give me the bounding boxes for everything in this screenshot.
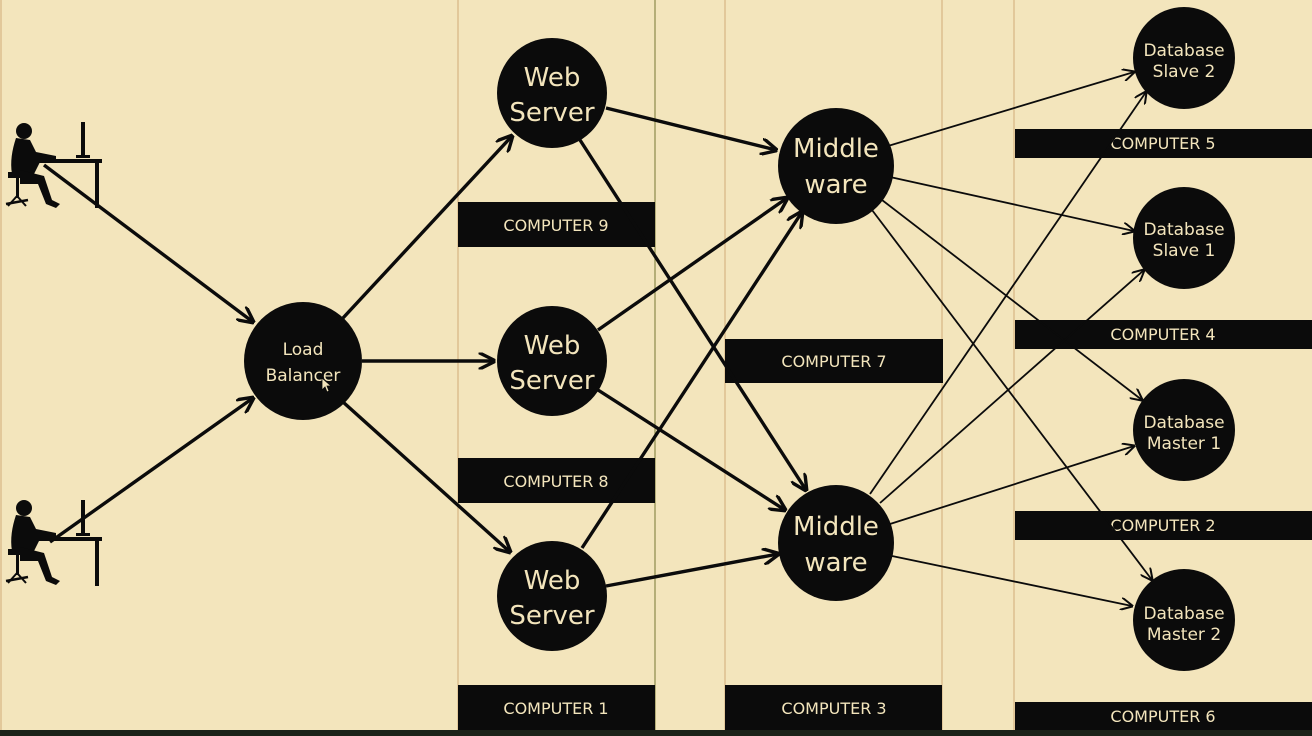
user-at-computer-icon xyxy=(5,122,102,208)
db-master-2-label-line1: Database xyxy=(1143,604,1224,624)
db-master-1-label-line1: Database xyxy=(1143,413,1224,433)
arrow-mw-top-to-db-master2 xyxy=(871,209,1152,580)
middleware-top-label-line2: ware xyxy=(804,170,867,200)
arrow-user2-to-lb xyxy=(49,398,253,544)
computer-1-label: COMPUTER 1 xyxy=(503,699,608,718)
computer-2-label: COMPUTER 2 xyxy=(1110,516,1215,535)
db-master-2-label-line2: Master 2 xyxy=(1147,625,1221,645)
db-slave-1-node: Database Slave 1 xyxy=(1133,187,1235,289)
computer-2-box: COMPUTER 2 xyxy=(1015,511,1312,540)
arrow-web-mid-to-mw-top xyxy=(597,198,787,332)
arrow-mw-bot-to-db-master1 xyxy=(889,446,1134,525)
db-slave-1-label-line1: Database xyxy=(1143,220,1224,240)
db-master-1-label-line2: Master 1 xyxy=(1147,434,1221,454)
arrow-lb-to-web-bot xyxy=(341,400,510,552)
db-slave-2-node: Database Slave 2 xyxy=(1133,7,1235,109)
web-server-bot-label-line2: Server xyxy=(509,601,595,631)
arrow-lb-to-web-top xyxy=(341,136,512,320)
load-balancer-label-line1: Load xyxy=(283,340,324,360)
db-slave-2-label-line2: Slave 2 xyxy=(1153,62,1216,82)
arrow-mw-top-to-db-slave2 xyxy=(887,72,1134,147)
web-server-mid-node: Web Server xyxy=(497,306,607,416)
computer-8-label: COMPUTER 8 xyxy=(503,472,608,491)
computer-5-box: COMPUTER 5 xyxy=(1015,129,1312,158)
arrow-mw-bot-to-db-master2 xyxy=(891,555,1132,606)
db-master-1-node: Database Master 1 xyxy=(1133,379,1235,481)
arrow-mw-bot-to-db-slave1 xyxy=(879,270,1144,504)
bottom-edge-strip xyxy=(0,730,1312,736)
arrow-web-mid-to-mw-bot xyxy=(597,388,785,510)
middleware-bot-node: Middle ware xyxy=(778,485,894,601)
arrow-web-bot-to-mw-top xyxy=(580,212,802,549)
load-balancer-label-line2: Balancer xyxy=(266,366,341,386)
arrow-mw-top-to-db-master1 xyxy=(881,199,1142,400)
mouse-cursor-icon xyxy=(321,377,333,393)
middleware-top-label-line1: Middle xyxy=(793,134,879,164)
computer-9-label: COMPUTER 9 xyxy=(503,216,608,235)
web-server-top-label-line2: Server xyxy=(509,98,595,128)
db-slave-2-label-line1: Database xyxy=(1143,41,1224,61)
db-slave-1-label-line2: Slave 1 xyxy=(1153,241,1216,261)
computer-3-label: COMPUTER 3 xyxy=(781,699,886,718)
web-server-top-node: Web Server xyxy=(497,38,607,148)
computer-4-label: COMPUTER 4 xyxy=(1110,325,1215,344)
user-at-computer-icon xyxy=(5,500,102,586)
arrow-web-top-to-mw-top xyxy=(605,106,776,150)
arrow-web-bot-to-mw-bot xyxy=(605,554,778,588)
arrow-mw-top-to-db-slave1 xyxy=(889,176,1134,231)
computer-1-box: COMPUTER 1 xyxy=(458,685,655,736)
web-server-top-label-line1: Web xyxy=(524,63,581,93)
web-server-bot-label-line1: Web xyxy=(524,566,581,596)
computer-7-label: COMPUTER 7 xyxy=(781,352,886,371)
computer-4-box: COMPUTER 4 xyxy=(1015,320,1312,349)
middleware-top-node: Middle ware xyxy=(778,108,894,224)
web-server-bot-node: Web Server xyxy=(497,541,607,651)
computer-7-box: COMPUTER 7 xyxy=(725,339,943,383)
computer-8-box: COMPUTER 8 xyxy=(458,458,655,503)
middleware-bot-label-line2: ware xyxy=(804,548,867,578)
arrow-web-top-to-mw-bot xyxy=(578,139,806,490)
arrow-user1-to-lb xyxy=(42,163,253,322)
load-balancer-node: Load Balancer xyxy=(244,302,362,420)
web-server-mid-label-line1: Web xyxy=(524,331,581,361)
computer-9-box: COMPUTER 9 xyxy=(458,202,655,247)
arrow-mw-bot-to-db-slave2 xyxy=(869,92,1146,495)
computer-5-label: COMPUTER 5 xyxy=(1110,134,1215,153)
web-server-mid-label-line2: Server xyxy=(509,366,595,396)
computer-3-box: COMPUTER 3 xyxy=(725,685,942,736)
computer-6-label: COMPUTER 6 xyxy=(1110,707,1215,726)
db-master-2-node: Database Master 2 xyxy=(1133,569,1235,671)
middleware-bot-label-line1: Middle xyxy=(793,512,879,542)
